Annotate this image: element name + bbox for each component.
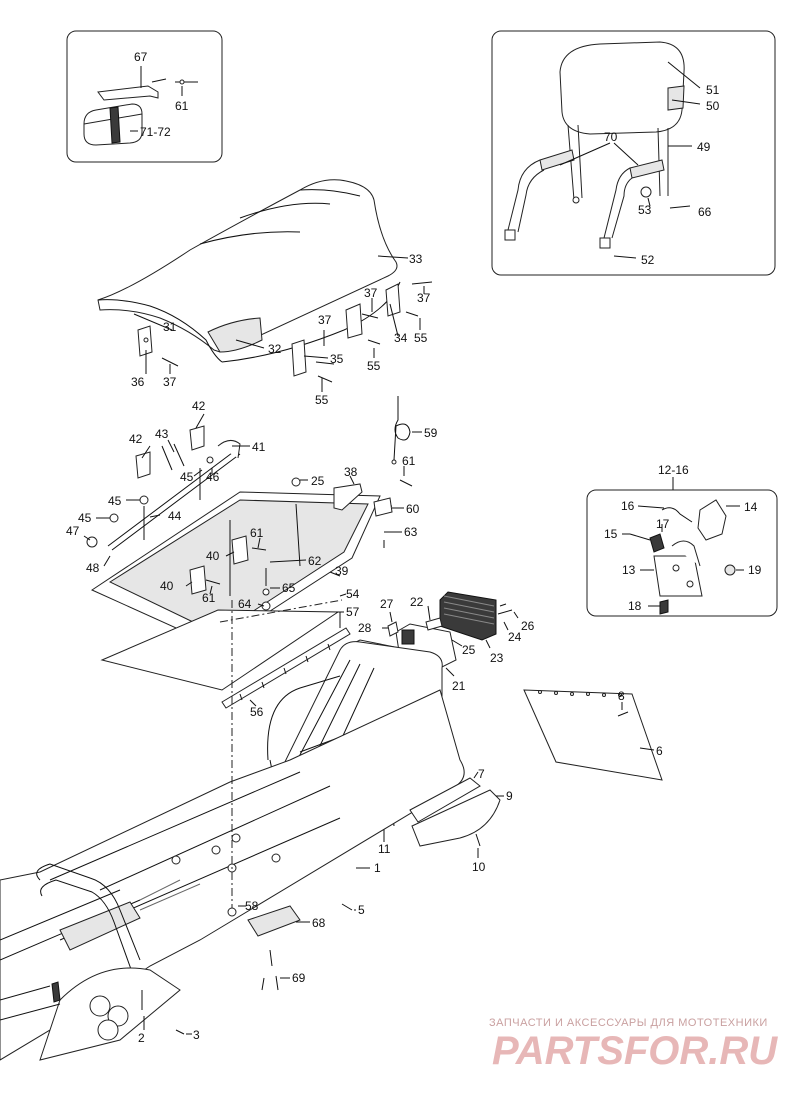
callout-48: 48 — [86, 561, 100, 575]
callout-27: 27 — [380, 597, 394, 611]
callout-41: 41 — [252, 440, 266, 454]
callout-55b: 55 — [367, 359, 381, 373]
callout-35: 35 — [330, 352, 344, 366]
callout-17: 17 — [656, 517, 670, 531]
callout-59: 59 — [424, 426, 438, 440]
callout-7: 7 — [478, 767, 485, 781]
inset-backrest: 51 50 70 49 53 66 52 — [491, 30, 776, 276]
callout-47: 47 — [66, 524, 80, 538]
callout-61b: 61 — [402, 454, 416, 468]
callout-65: 65 — [282, 581, 296, 595]
inset-hitch: 12-16 16 14 17 15 13 19 18 — [586, 463, 778, 617]
callout-68: 68 — [312, 916, 326, 930]
callout-2: 2 — [138, 1031, 145, 1045]
callout-67: 67 — [134, 50, 148, 64]
callout-25a: 25 — [311, 474, 325, 488]
callout-36: 36 — [131, 375, 145, 389]
callout-37b: 37 — [318, 313, 332, 327]
callout-3: 3 — [193, 1028, 200, 1042]
callout-10: 10 — [472, 860, 486, 874]
callout-46: 46 — [206, 470, 220, 484]
callout-40b: 40 — [160, 579, 174, 593]
callout-23: 23 — [490, 651, 504, 665]
callout-63: 63 — [404, 525, 418, 539]
callout-49: 49 — [697, 140, 711, 154]
callout-18: 18 — [628, 599, 642, 613]
callout-51: 51 — [706, 83, 720, 97]
callout-33: 33 — [409, 252, 423, 266]
callout-25b: 25 — [462, 643, 476, 657]
callout-66: 66 — [698, 205, 712, 219]
callout-56: 56 — [250, 705, 264, 719]
callout-45c: 45 — [78, 511, 92, 525]
callout-8: 8 — [618, 689, 625, 703]
callout-61d: 61 — [202, 591, 216, 605]
callout-37a: 37 — [163, 375, 177, 389]
callout-28: 28 — [358, 621, 372, 635]
callout-11: 11 — [378, 842, 391, 856]
callout-6: 6 — [656, 744, 663, 758]
callout-37d: 37 — [417, 291, 431, 305]
callout-58: 58 — [245, 899, 259, 913]
watermark: ЗАПЧАСТИ И АКСЕССУАРЫ ДЛЯ МОТОТЕХНИКИ PA… — [489, 1017, 778, 1073]
callout-55c: 55 — [414, 331, 428, 345]
callout-21: 21 — [452, 679, 466, 693]
callout-61c: 61 — [250, 526, 264, 540]
callout-71-72: 71-72 — [140, 125, 171, 139]
callout-39: 39 — [335, 564, 349, 578]
callout-26: 26 — [521, 619, 535, 633]
callout-69: 69 — [292, 971, 306, 985]
seat-assembly: 31 32 33 34 35 36 37 37 37 37 55 55 55 — [97, 179, 433, 407]
callout-40a: 40 — [206, 549, 220, 563]
inset-seat-cushion: 67 61 71-72 — [66, 30, 223, 163]
callout-37c: 37 — [364, 286, 378, 300]
callout-34: 34 — [394, 331, 408, 345]
callout-13: 13 — [622, 563, 636, 577]
callout-14: 14 — [744, 500, 758, 514]
callout-70: 70 — [604, 130, 618, 144]
callout-5: 5 — [358, 903, 365, 917]
callout-22: 22 — [410, 595, 424, 609]
watermark-tagline: ЗАПЧАСТИ И АКСЕССУАРЫ ДЛЯ МОТОТЕХНИКИ — [489, 1017, 768, 1029]
watermark-brand: PARTSFOR.RU — [492, 1029, 778, 1073]
mud-flap: 8 6 — [523, 689, 663, 781]
callout-43: 43 — [155, 427, 169, 441]
callout-42a: 42 — [192, 399, 206, 413]
callout-45b: 45 — [108, 494, 122, 508]
callout-15: 15 — [604, 527, 618, 541]
callout-52: 52 — [641, 253, 655, 267]
callout-50: 50 — [706, 99, 720, 113]
callout-12-16: 12-16 — [658, 463, 689, 477]
callout-61: 61 — [175, 99, 189, 113]
callout-42b: 42 — [129, 432, 143, 446]
callout-55a: 55 — [315, 393, 329, 407]
callout-24: 24 — [508, 630, 522, 644]
chassis-assembly: 1 11 7 9 10 5 58 68 69 2 3 — [0, 600, 513, 1061]
callout-54: 54 — [346, 587, 360, 601]
callout-19: 19 — [748, 563, 762, 577]
seat-base-assembly: 42 42 43 41 45 46 45 45 47 44 48 25 38 6… — [66, 396, 438, 719]
callout-38: 38 — [344, 465, 358, 479]
callout-44: 44 — [168, 509, 182, 523]
callout-31: 31 — [163, 320, 177, 334]
callout-45a: 45 — [180, 470, 194, 484]
callout-32: 32 — [268, 342, 282, 356]
callout-60: 60 — [406, 502, 420, 516]
callout-1: 1 — [374, 861, 381, 875]
callout-53: 53 — [638, 203, 652, 217]
callout-57: 57 — [346, 605, 360, 619]
callout-62: 62 — [308, 554, 322, 568]
callout-16: 16 — [621, 499, 635, 513]
callout-64: 64 — [238, 597, 252, 611]
callout-9: 9 — [506, 789, 513, 803]
